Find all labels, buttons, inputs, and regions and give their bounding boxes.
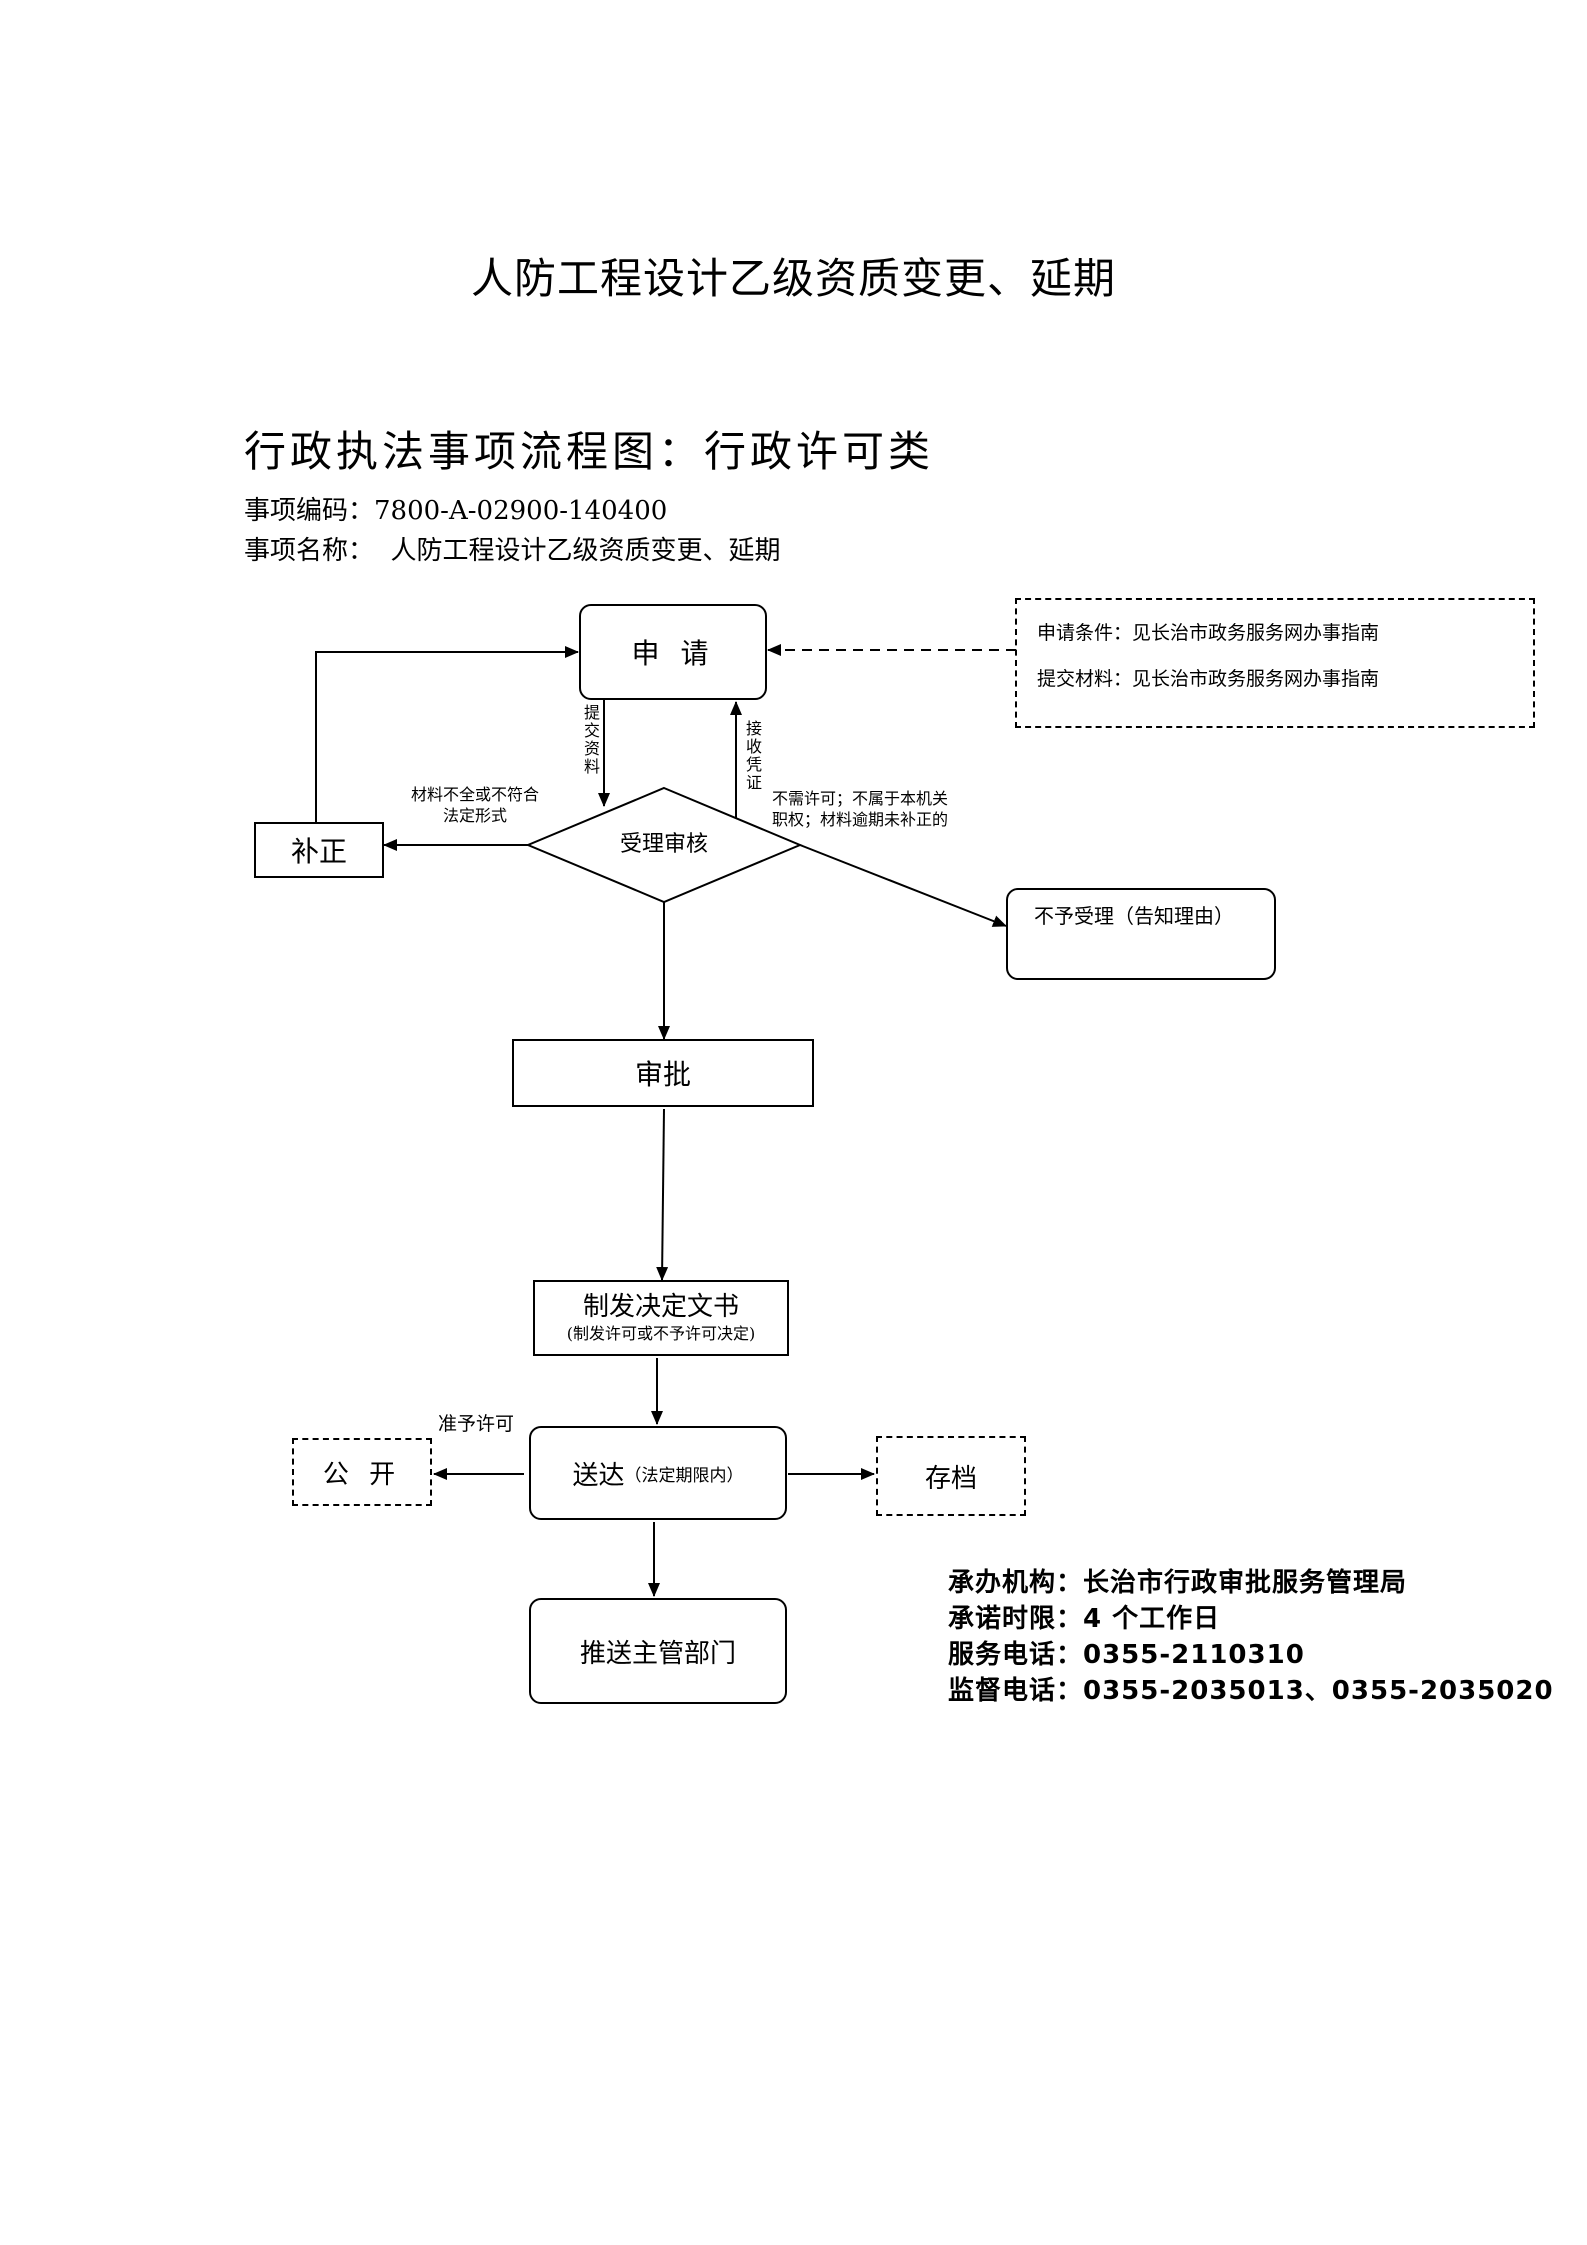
arrow-approve-to-issue (656, 1108, 669, 1281)
label-receipt: 接收凭证 (743, 720, 762, 792)
node-issue: 制发决定文书 (制发许可或不予许可决定) (533, 1280, 789, 1356)
node-issue-sub: (制发许可或不予许可决定) (566, 1324, 756, 1343)
node-issue-title: 制发决定文书 (582, 1292, 739, 1322)
info-supervise: 监督电话：0355-2035013、0355-2035020 (948, 1676, 1554, 1706)
node-public: 公 开 (292, 1438, 432, 1506)
label-reject-reason: 不需许可；不属于本机关 职权；材料逾期未补正的 (772, 788, 948, 830)
info-deadline: 承诺时限：4 个工作日 (948, 1604, 1221, 1634)
item-code: 7800-A-02900-140400 (374, 496, 668, 526)
conditions-box: 申请条件：见长治市政务服务网办事指南 提交材料：见长治市政务服务网办事指南 (1015, 598, 1535, 728)
label-grant: 准予许可 (438, 1413, 515, 1435)
label-reject-line1: 不需许可；不属于本机关 (772, 789, 949, 808)
node-deliver-sub: （法定期限内） (624, 1465, 744, 1486)
node-approve: 审批 (512, 1039, 814, 1107)
item-code-label: 事项编码： (244, 496, 375, 526)
arrow-review-to-reject (799, 844, 1007, 927)
page-title: 人防工程设计乙级资质变更、延期 (470, 254, 1116, 303)
node-correct: 补正 (254, 822, 384, 878)
item-code-row: 事项编码：7800-A-02900-140400 (244, 490, 667, 527)
node-deliver: 送达（法定期限内） (529, 1426, 787, 1520)
label-incomplete-line2: 法定形式 (442, 806, 507, 825)
node-review: 受理审核 (619, 832, 708, 857)
chart-heading: 行政执法事项流程图：行政许可类 (244, 427, 935, 476)
info-phone: 服务电话：0355-2110310 (948, 1640, 1305, 1670)
node-archive: 存档 (876, 1436, 1026, 1516)
info-org: 承办机构：长治市行政审批服务管理局 (948, 1568, 1408, 1598)
item-name: 人防工程设计乙级资质变更、延期 (390, 536, 781, 566)
label-reject-line2: 职权；材料逾期未补正的 (772, 810, 949, 829)
node-reject: 不予受理（告知理由） (1006, 888, 1276, 980)
node-deliver-title: 送达 (572, 1460, 625, 1491)
label-incomplete-line1: 材料不全或不符合 (410, 785, 539, 804)
arrow-correct-to-apply (315, 646, 579, 822)
item-name-label: 事项名称： (244, 536, 375, 566)
condition-line-2: 提交材料：见长治市政务服务网办事指南 (1037, 668, 1380, 690)
label-submit: 提交资料 (581, 704, 600, 776)
condition-line-1: 申请条件：见长治市政务服务网办事指南 (1037, 622, 1380, 644)
node-push: 推送主管部门 (529, 1598, 787, 1704)
label-incomplete: 材料不全或不符合 法定形式 (400, 784, 550, 826)
node-apply: 申 请 (579, 604, 767, 700)
item-name-row: 事项名称： 人防工程设计乙级资质变更、延期 (244, 530, 781, 567)
